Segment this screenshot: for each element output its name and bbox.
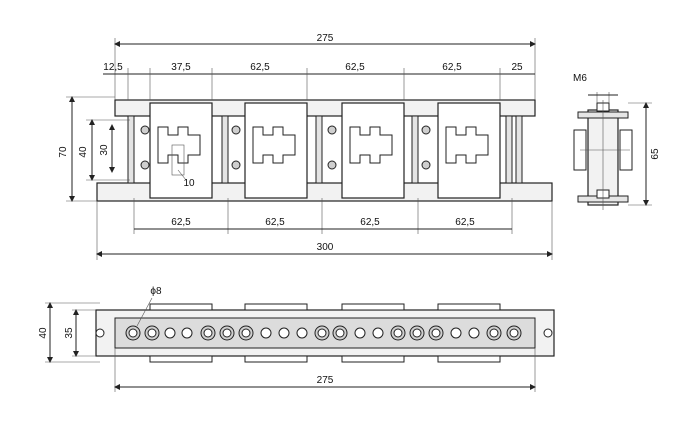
top-view: ϕ8 40 35 275 [38,286,555,392]
dim-bottom-seg-2: 62,5 [265,217,285,228]
front-screws [140,125,431,170]
dim-top-height-inner: 35 [64,327,75,339]
dim-total-length: 275 [317,33,334,44]
side-view: M6 65 [573,73,661,210]
mount-hole-left [95,328,105,338]
dim-bottom-seg-4: 62,5 [455,217,475,228]
dim-side-height: 65 [650,148,661,160]
terminal-block-1 [149,102,213,199]
dim-seg-2: 37,5 [171,62,191,73]
top-hole-row [125,325,522,341]
front-top-rail [114,99,536,117]
dim-bottom-seg-1: 62,5 [171,217,191,228]
dim-seg-3: 62,5 [250,62,270,73]
dim-thread: M6 [573,73,587,84]
dim-seg-6: 25 [511,62,523,73]
dim-height-inner: 30 [99,144,110,156]
front-view: 275 12,5 37,5 62,5 62,5 62,5 25 70 40 30… [58,33,553,260]
dim-height-outer: 70 [58,146,69,158]
dim-overall-width: 300 [317,242,334,253]
front-posts [127,115,523,184]
dim-height-mid: 40 [78,146,89,158]
terminal-block-4 [437,102,501,199]
dim-top-height-outer: 40 [38,327,49,339]
dim-slot-width: 10 [183,178,195,189]
terminal-block-2 [244,102,308,199]
dim-hole-diameter: ϕ8 [150,286,162,297]
dim-bottom-seg-3: 62,5 [360,217,380,228]
dim-seg-1: 12,5 [103,62,123,73]
dim-seg-4: 62,5 [345,62,365,73]
mount-hole-right [543,328,553,338]
dim-seg-5: 62,5 [442,62,462,73]
terminal-block-3 [341,102,405,199]
dim-top-length: 275 [317,375,334,386]
